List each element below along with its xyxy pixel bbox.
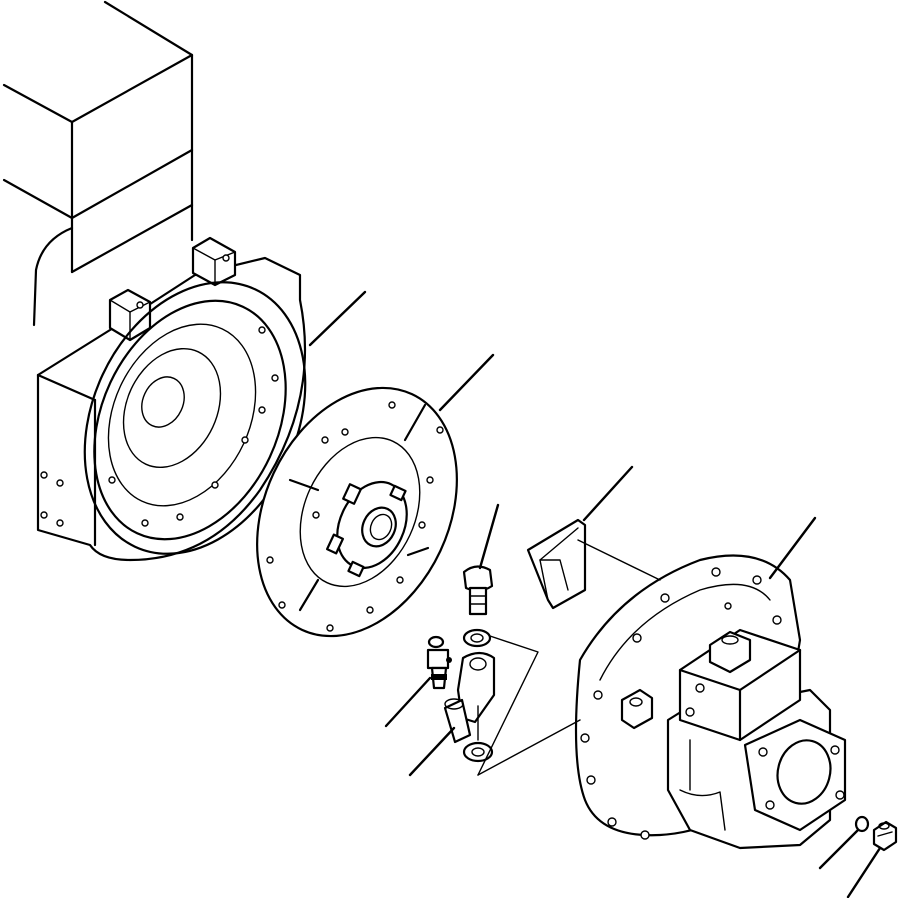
leader-lines [308, 290, 882, 898]
flywheel-housing [36, 236, 307, 562]
o-ring [854, 815, 870, 833]
hydraulic-pump [574, 554, 847, 850]
engine-block [2, 0, 194, 327]
sensor [426, 635, 452, 690]
hollow-bolt [462, 565, 494, 616]
washer-lower [462, 741, 494, 763]
washer-upper [462, 628, 492, 648]
cover-plate [526, 518, 587, 610]
plug [872, 820, 898, 852]
assembly-lines [477, 539, 661, 776]
damper-disc [256, 386, 458, 638]
elbow-fitting [443, 651, 496, 744]
